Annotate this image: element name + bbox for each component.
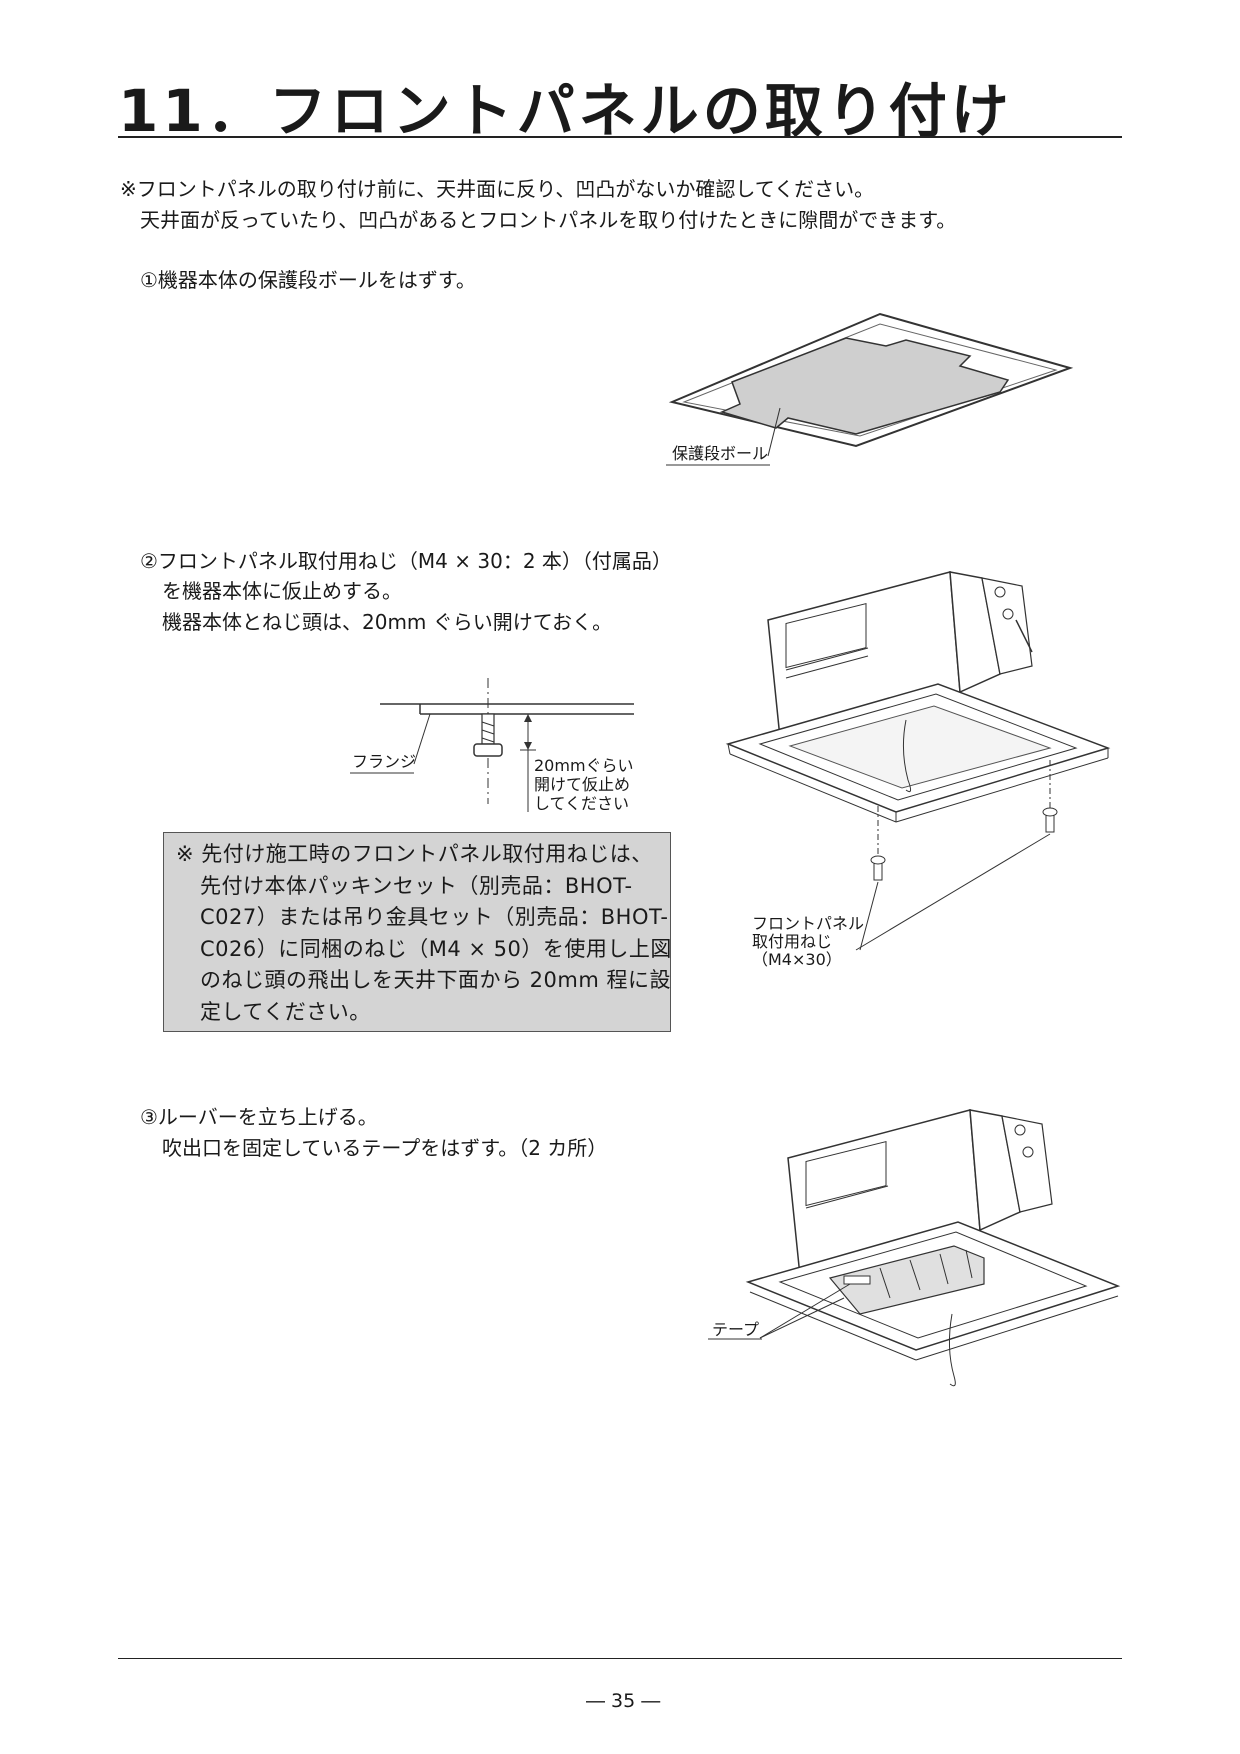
intro-line-1: ※フロントパネルの取り付け前に、天井面に反り、凹凸がないか確認してください。 — [120, 177, 875, 201]
gap-label-line-3: してください — [534, 794, 630, 813]
step2-line-1: ②フロントパネル取付用ねじ（M4 × 30：2 本）（付属品） — [140, 549, 672, 573]
note-line-2: 先付け本体パッキンセット（別売品：BHOT- — [200, 873, 633, 898]
note-line-3: C027）または吊り金具セット（別売品：BHOT- — [200, 905, 669, 929]
screw-label-line-2: 取付用ねじ — [752, 932, 833, 951]
cardboard-illustration — [668, 312, 1074, 457]
unit-screws-illustration — [725, 571, 1111, 951]
note-box: ※ 先付け施工時のフロントパネル取付用ねじは、 先付け本体パッキンセット（別売品… — [163, 832, 671, 1032]
step2-line-2: を機器本体に仮止めする。 — [162, 579, 402, 603]
cardboard-label: 保護段ボール — [672, 444, 769, 463]
step3-line-1: ③ルーバーを立ち上げる。 — [140, 1105, 378, 1129]
page-number: ― 35 ― — [586, 1690, 661, 1712]
flange-label: フランジ — [352, 752, 417, 771]
step2-line-3: 機器本体とねじ頭は、20mm ぐらい開けておく。 — [162, 610, 613, 634]
unit-louver-illustration — [745, 1109, 1121, 1387]
intro-line-2: 天井面が反っていたり、凹凸があるとフロントパネルを取り付けたときに隙間ができます… — [140, 208, 957, 232]
screw-detail-diagram — [380, 678, 634, 812]
tape-label-underline — [708, 1338, 762, 1340]
gap-label-line-1: 20mmぐらい — [534, 756, 634, 775]
flange-label-underline — [350, 772, 414, 774]
note-line-5: のねじ頭の飛出しを天井下面から 20mm 程に設 — [200, 968, 671, 992]
step1-text: ①機器本体の保護段ボールをはずす。 — [140, 268, 476, 292]
footer-rule — [118, 1658, 1122, 1659]
title-underline — [118, 136, 1122, 138]
cardboard-label-underline — [666, 464, 770, 466]
step3-line-2: 吹出口を固定しているテープをはずす。（2 カ所） — [162, 1136, 608, 1160]
gap-label-line-2: 開けて仮止め — [534, 775, 631, 794]
note-line-4: C026）に同梱のねじ（M4 × 50）を使用し上図 — [200, 936, 672, 961]
screw-label-line-3: （M4×30） — [752, 950, 842, 969]
screw-label-line-1: フロントパネル — [752, 914, 865, 933]
page-title: 11．フロントパネルの取り付け — [118, 77, 1013, 145]
note-line-6: 定してください。 — [200, 999, 371, 1024]
tape-label: テープ — [712, 1320, 760, 1339]
note-line-1: ※ 先付け施工時のフロントパネル取付用ねじは、 — [176, 842, 653, 866]
